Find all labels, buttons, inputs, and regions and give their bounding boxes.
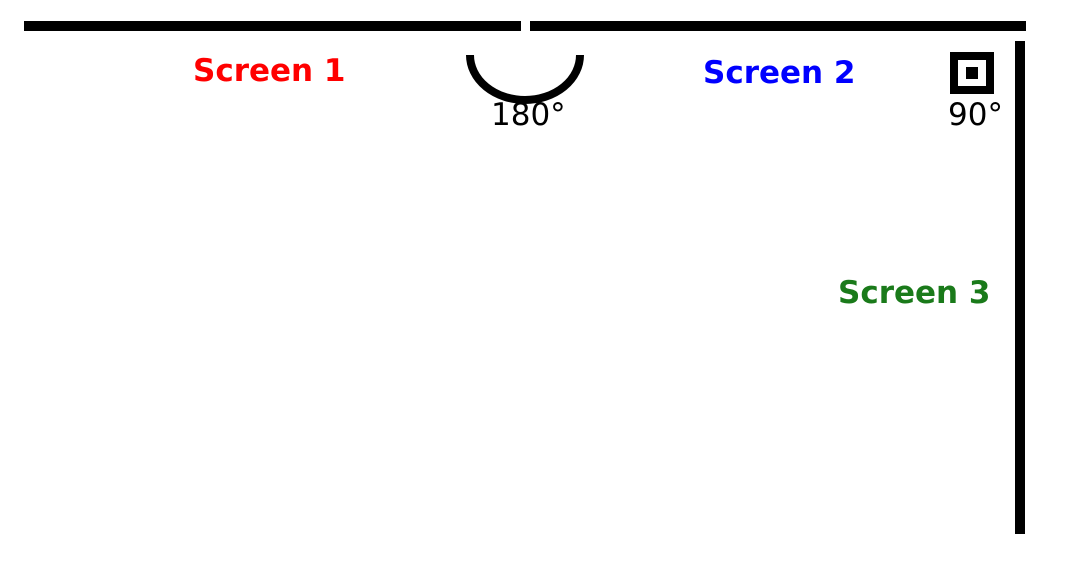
screen-3-bar <box>1015 41 1025 534</box>
screen-1-bar <box>24 21 521 31</box>
screen-2-bar <box>530 21 1026 31</box>
screen-1-label: Screen 1 <box>193 53 346 89</box>
screen-3-label: Screen 3 <box>838 275 991 311</box>
screen-2-label: Screen 2 <box>703 55 856 91</box>
arc-icon <box>466 54 584 104</box>
angle-180-label: 180° <box>491 97 566 133</box>
right-angle-icon <box>950 52 994 94</box>
angle-90-label: 90° <box>948 97 1003 133</box>
